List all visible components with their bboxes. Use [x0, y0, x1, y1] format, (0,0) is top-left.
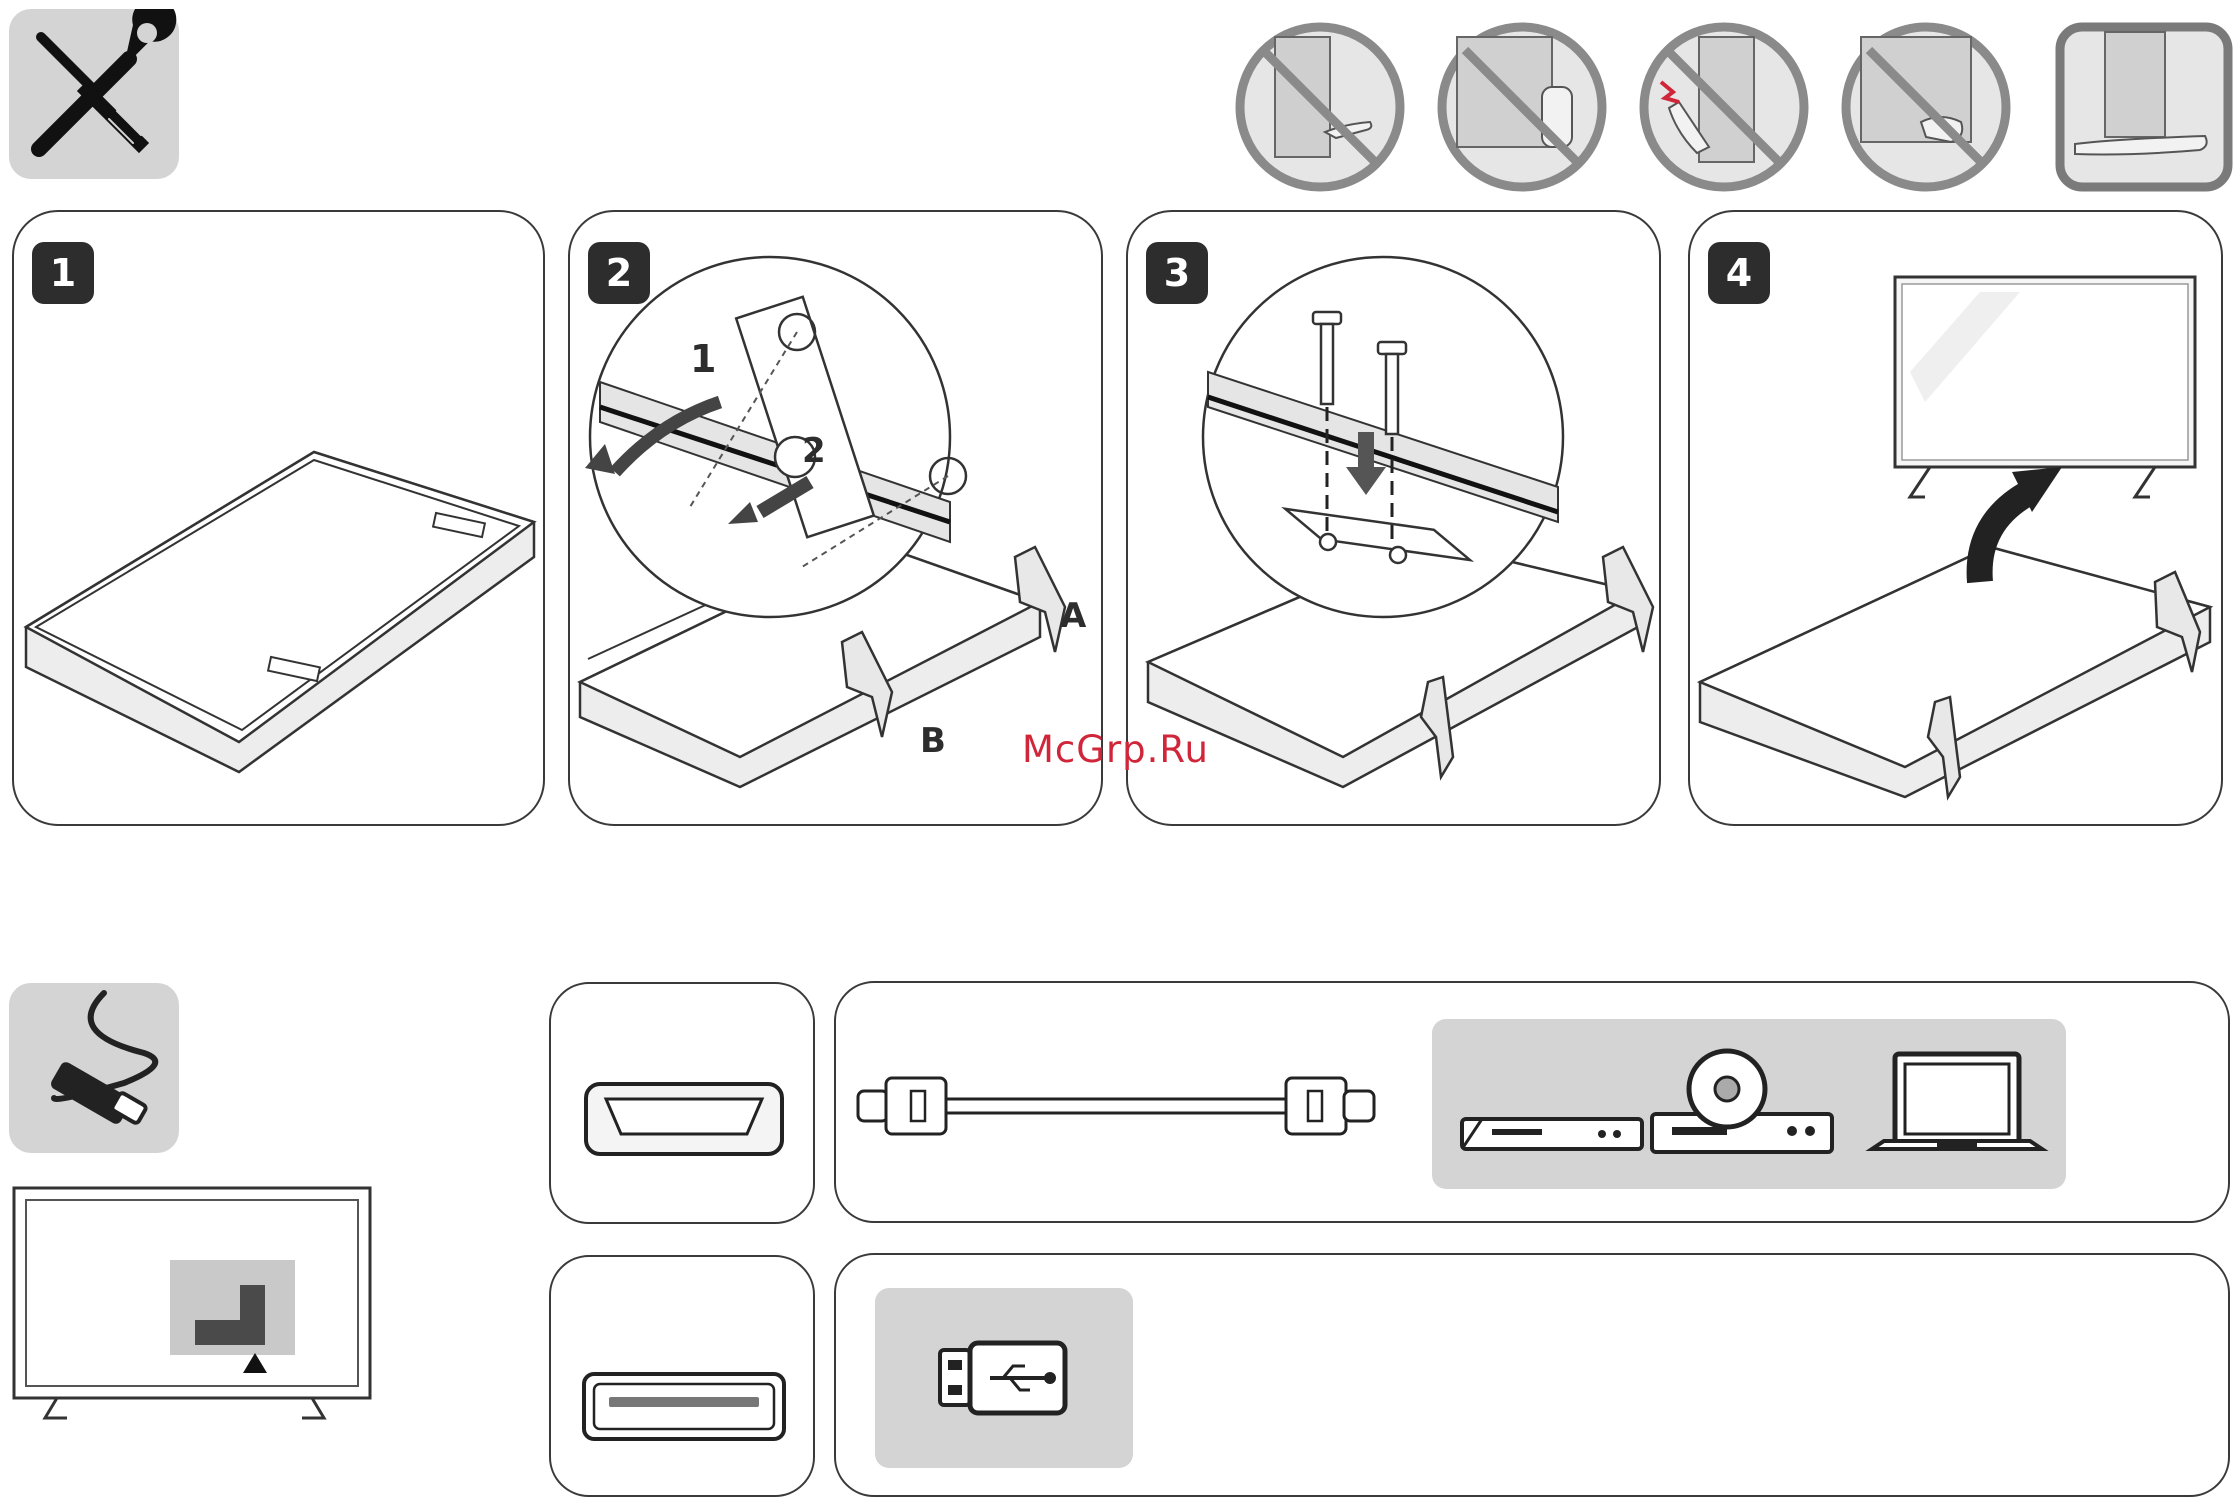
stand-b-label: B: [920, 721, 946, 761]
tv-rear-diagram: [12, 1185, 372, 1430]
callout-2-label: 2: [802, 431, 826, 471]
hdmi-port-icon: [551, 984, 817, 1226]
tools-icon-tile: [9, 9, 179, 179]
power-cable-icon: [9, 983, 179, 1153]
cable-icon-tile: [9, 983, 179, 1153]
stand-a-label: A: [1060, 596, 1087, 636]
hdmi-cable-icon: [856, 983, 1376, 1225]
screwdriver-wrench-icon: [9, 9, 179, 179]
tv-face-down-illustration: [14, 212, 545, 826]
dvd-player-icon: [1642, 1019, 1842, 1189]
no-lift-by-bezel-icon: [1841, 22, 2011, 192]
usb-device-box: [834, 1253, 2230, 1497]
step-4-panel: 4: [1688, 210, 2223, 826]
hdmi-devices-box: [834, 981, 2230, 1223]
usb-port-box: [549, 1255, 815, 1497]
no-touch-screen-icon: [1235, 22, 1405, 192]
support-bottom-icon: [2055, 22, 2233, 192]
laptop-icon: [1857, 1019, 2057, 1189]
lift-tv-illustration: [1690, 212, 2223, 826]
usb-port-icon: [551, 1257, 817, 1499]
no-press-screen-icon: [1639, 22, 1809, 192]
usb-drive-tile: [875, 1288, 1133, 1468]
step-1-panel: 1: [12, 210, 545, 826]
usb-drive-icon: [875, 1288, 1133, 1468]
devices-tile: [1432, 1019, 2066, 1189]
hdmi-port-box: [549, 982, 815, 1224]
set-top-box-icon: [1452, 1019, 1652, 1189]
callout-1-label: 1: [690, 337, 716, 381]
watermark-text: McGrp.Ru: [1022, 728, 1209, 771]
no-grip-panel-icon: [1437, 22, 1607, 192]
